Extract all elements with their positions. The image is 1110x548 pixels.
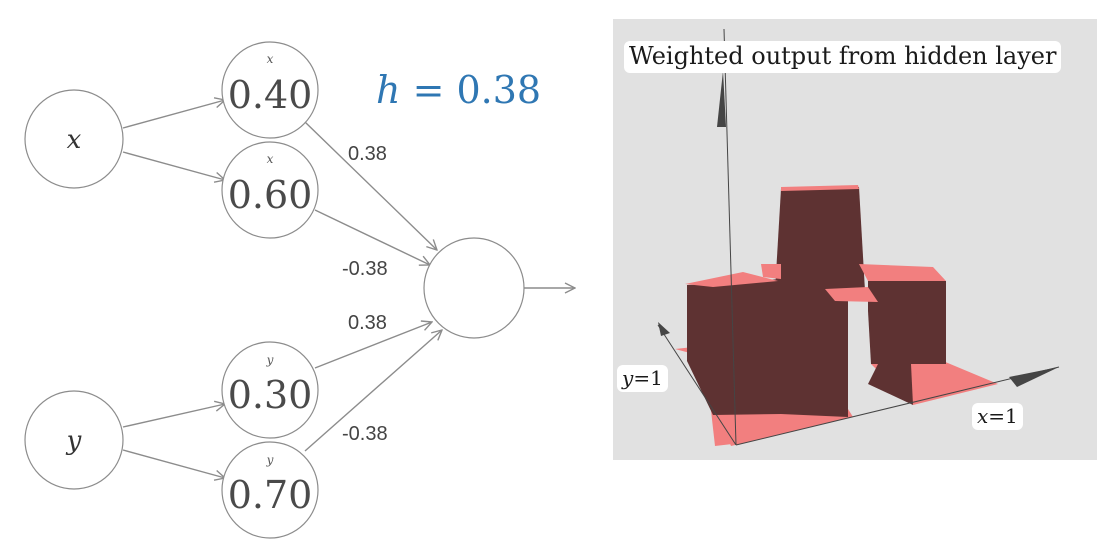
block-left-face <box>687 284 713 415</box>
hidden-neuron-1-value: 0.40 <box>228 73 313 117</box>
y-axis-label-variable: y <box>622 366 634 390</box>
block-right-step-face <box>868 364 913 405</box>
hidden-neuron-2-value: 0.60 <box>228 173 313 217</box>
hidden-neuron-4-value: 0.70 <box>228 473 313 517</box>
weight-label-3: 0.38 <box>348 312 387 334</box>
block-back-left-top <box>761 264 781 279</box>
edge-y-to-hidden-4 <box>122 449 225 478</box>
neural-network-diagram: x y x 0.40 x 0.60 y 0.30 y 0.70 <box>24 41 600 539</box>
hidden-neuron-2-variable: x <box>267 152 274 166</box>
y-axis-label-value: =1 <box>633 366 663 390</box>
hidden-neuron-3: y 0.30 <box>221 341 319 439</box>
input-y-label: y <box>66 426 82 456</box>
x-axis-line <box>735 366 1060 446</box>
hidden-neuron-4: y 0.70 <box>221 441 319 539</box>
hidden-neuron-4-variable: y <box>266 453 274 467</box>
input-neuron-x: x <box>24 89 124 189</box>
y-axis-line <box>657 324 737 446</box>
x-axis-arrowhead <box>1009 367 1059 387</box>
block-center-right-top <box>825 287 878 302</box>
block-right-top <box>859 264 946 281</box>
surface-plot <box>657 28 1060 446</box>
edge-x-to-hidden-2 <box>122 151 225 180</box>
x-axis-label-value: =1 <box>988 404 1018 428</box>
x-axis-label-variable: x <box>977 404 989 428</box>
weight-label-2: -0.38 <box>342 258 388 280</box>
y-axis-arrowhead <box>658 322 670 336</box>
tower-top <box>781 185 859 191</box>
z-axis-arrowhead <box>717 71 726 127</box>
edge-hidden-1-to-output <box>304 121 437 250</box>
surface-plot-panel: Weighted output from hidden layer y=1 x=… <box>613 19 1097 460</box>
plot-title: Weighted output from hidden layer <box>624 41 1062 73</box>
hidden-neuron-1-variable: x <box>267 52 274 66</box>
block-right-high-face <box>868 281 946 315</box>
input-x-label: x <box>67 125 82 155</box>
weight-label-1: 0.38 <box>348 143 387 165</box>
edge-x-to-hidden-1 <box>122 100 225 129</box>
h-variable: h <box>376 68 400 112</box>
block-front-left-face <box>713 279 781 415</box>
x-axis-label: x=1 <box>972 403 1023 430</box>
tower-front-face <box>775 187 865 291</box>
block-front-middle-face <box>781 279 848 417</box>
y-axis-label: y=1 <box>617 365 668 392</box>
block-right-lower-face <box>868 309 946 364</box>
edge-hidden-3-to-output <box>314 322 432 369</box>
floor-front-middle <box>715 409 853 446</box>
input-neuron-y: y <box>24 390 124 490</box>
output-neuron <box>423 237 525 339</box>
h-equation: h = 0.38 <box>376 68 541 112</box>
edge-y-to-hidden-3 <box>122 404 225 428</box>
weight-label-4: -0.38 <box>342 423 388 445</box>
hidden-neuron-3-variable: y <box>266 353 274 367</box>
h-value: = 0.38 <box>400 68 541 112</box>
z-axis-line <box>723 28 737 446</box>
hidden-neuron-3-value: 0.30 <box>228 373 313 417</box>
hidden-neuron-2: x 0.60 <box>221 141 319 239</box>
hidden-neuron-1: x 0.40 <box>221 41 319 139</box>
edge-hidden-4-to-output <box>304 330 442 452</box>
edge-hidden-2-to-output <box>314 209 430 265</box>
